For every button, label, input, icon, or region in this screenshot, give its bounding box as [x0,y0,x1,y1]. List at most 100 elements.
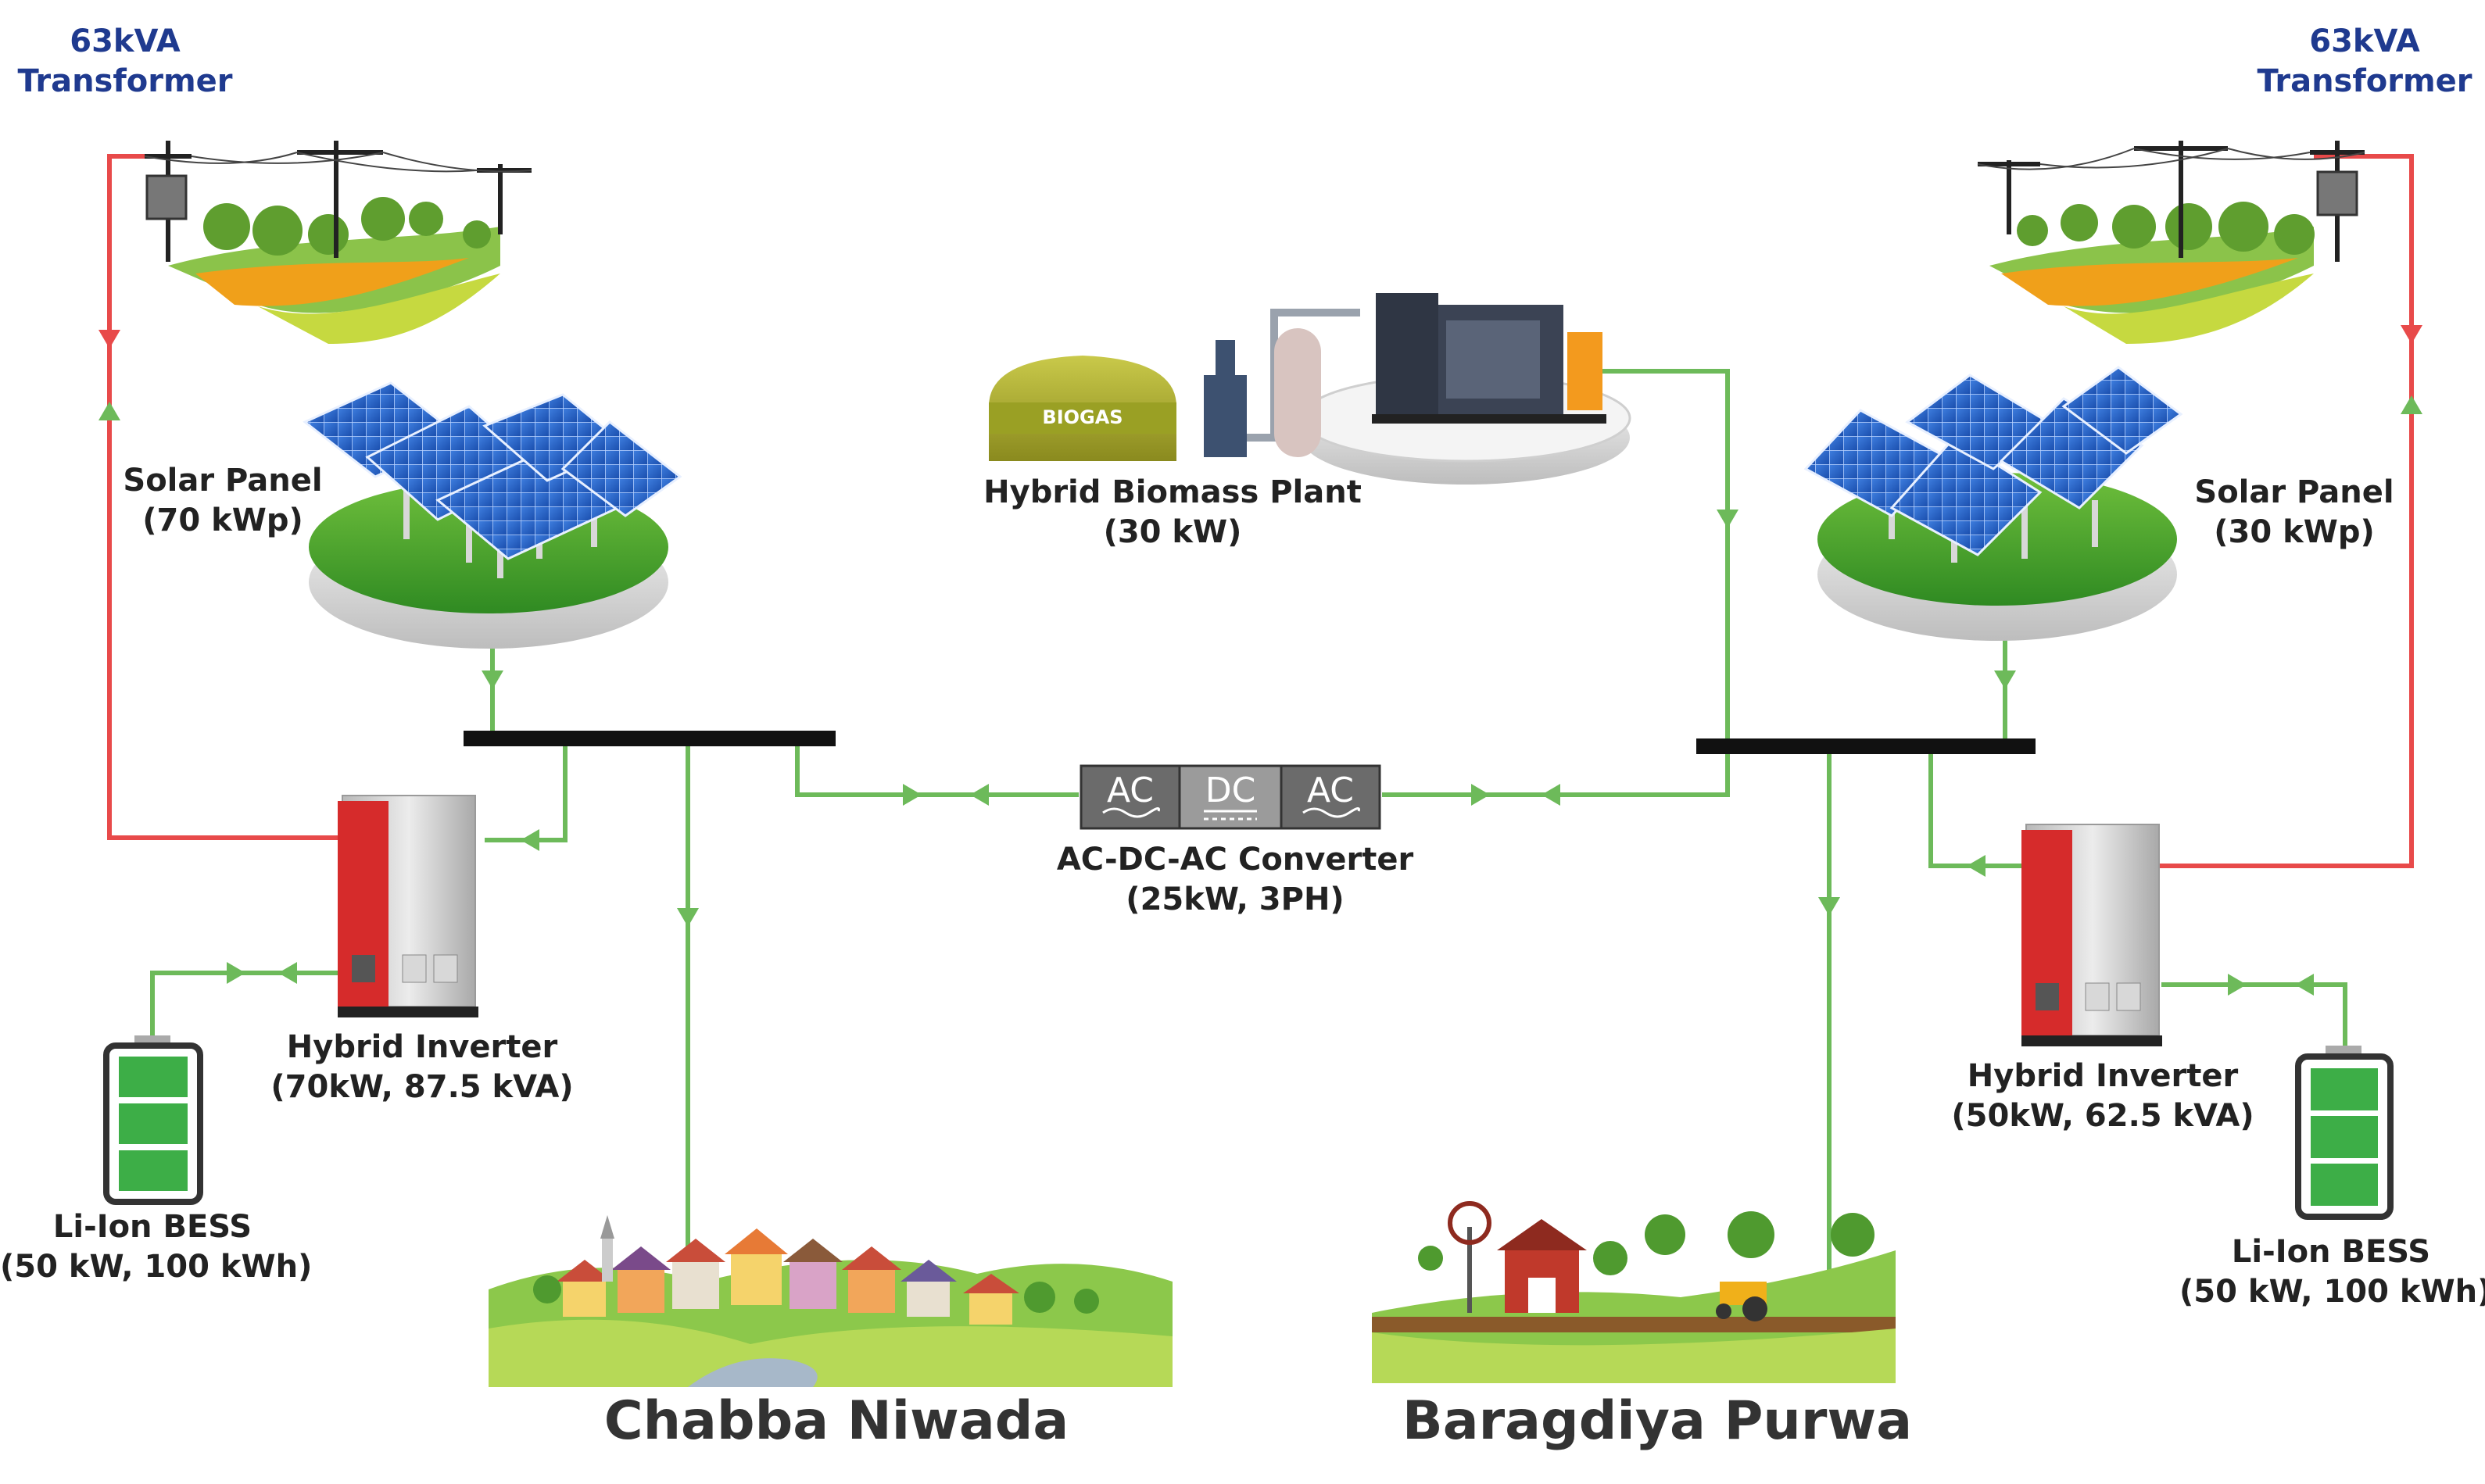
arrow-to-village-left [677,908,699,927]
solar-left-rating: (70 kWp) [142,502,303,539]
transformer-box-right [2316,170,2358,216]
arrow-bus-left-1 [903,784,922,806]
village-hill-front [489,1319,1173,1387]
barn-roof [1497,1219,1587,1250]
arrow-battery-left-1 [227,962,245,984]
arrow-bus-right-1 [1471,784,1490,806]
farm-front [1372,1328,1896,1383]
bess-left-rating: (50 kW, 100 kWh) [0,1249,313,1286]
farm-icon [1372,1201,1896,1383]
converter-text-1: AC [1107,771,1154,810]
transformer-right-label: 63kVA Transformer [2251,22,2478,102]
storage-tank [1274,328,1321,457]
inverter-right-title: Hybrid Inverter [1967,1058,2239,1094]
biomass-rating: (30 kW) [1103,514,1242,551]
inverter-base-left [338,1007,478,1017]
battery-cell-2-left [119,1103,188,1144]
inverter-right-label: Hybrid Inverter (50kW, 62.5 kVA) [1939,1057,2267,1136]
converter-icon: AC DC AC [1080,764,1381,830]
solar-farm-icon [303,381,682,649]
arrow-bus-left-2 [970,784,989,806]
generator-engine [1446,320,1540,399]
battery-cell-3-right [2311,1164,2378,1206]
transformer-box-left [145,174,188,220]
inverter-right-rating: (50kW, 62.5 kVA) [1951,1098,2254,1135]
converter-label: AC-DC-AC Converter (25kW, 3PH) [1040,840,1430,920]
solar-farm-icon [1803,366,2183,641]
solar-panels-left [303,381,682,560]
grid-arrow-down-right [2401,325,2422,344]
power-line-wires [144,152,532,173]
village-houses [557,1215,1019,1325]
converter-block-1 [1080,764,1181,830]
power-line-trees [2017,202,2315,255]
grid-up-arrows [98,395,2422,420]
inverter-vent-1-right [2036,983,2059,1010]
inverter-base-right [2021,1035,2162,1046]
inverter-left-label: Hybrid Inverter (70kW, 87.5 kVA) [258,1028,586,1107]
inverter-vent-3-right [2116,982,2141,1011]
inverter-vent-2-left [402,954,427,983]
power-line-icon [1977,141,2365,344]
arrow-to-village-right [1818,897,1840,916]
grid-line-left [107,154,344,840]
arrow-to-inverter-right [1967,855,1985,877]
battery-cell-1-left [119,1057,188,1097]
flow-arrows [227,510,2314,996]
flow-bus-right-to-inverter [1928,746,2025,868]
grid-line-right [2064,154,2414,868]
battery-icon [2295,1046,2394,1220]
arrow-solar-left [482,670,503,689]
battery-icon [103,1035,203,1205]
windmill-head [1448,1201,1491,1245]
bess-left-title: Li-Ion BESS [52,1209,252,1245]
biogas-tank-band [989,402,1176,434]
battery-cell-2-right [2311,1116,2378,1158]
solar-panels-right [1803,366,2183,556]
converter-text-3: AC [1307,771,1354,810]
flow-bus-left-to-inverter [485,738,568,842]
tractor-wheel [1742,1296,1767,1321]
biomass-title: Hybrid Biomass Plant [983,474,1362,510]
solar-right-rating: (30 kWp) [2214,514,2375,551]
power-line-icon [144,141,532,344]
power-line-wires [1977,148,2365,170]
transformer-left-label: 63kVA Transformer [16,22,235,102]
flow-bus-left-to-converter [795,738,1079,797]
arrow-biomass-down [1717,510,1738,528]
biogas-plant-icon: BIOGAS [989,293,1631,485]
inverter-vent-2-right [2085,982,2110,1011]
village-path [688,1358,818,1387]
busbar-right [1696,738,2036,754]
bess-right-rating: (50 kW, 100 kWh) [2179,1274,2485,1311]
biomass-label: Hybrid Biomass Plant (30 kW) [969,473,1376,552]
grid-lines [107,154,2414,868]
arrow-bus-right-2 [1541,784,1560,806]
arrow-solar-right [1994,670,2016,689]
grid-arrow-down-left [98,330,120,349]
transformer-right-rating: 63kVA [2309,23,2420,59]
arrow-battery-right-2 [2295,974,2314,996]
flow-converter-to-bus-right [1382,746,1730,797]
transformer-left-rating: 63kVA [70,23,181,59]
inverter-left-title: Hybrid Inverter [286,1029,558,1065]
gas-cylinder [1204,375,1247,457]
grid-arrow-up-left [98,402,120,420]
transformer-right-title: Transformer [2257,63,2472,100]
converter-text-2: DC [1205,771,1256,810]
arrow-battery-left-2 [278,962,297,984]
village-left-name: Chabba Niwada [603,1390,1069,1452]
solar-left-title: Solar Panel [123,463,323,499]
generator-base [1372,414,1606,424]
village-right-name: Baragdiya Purwa [1402,1390,1913,1452]
tractor-wheel-small [1716,1303,1731,1319]
battery-cell-3-left [119,1150,188,1191]
inverter-left-rating: (70kW, 87.5 kVA) [270,1069,574,1106]
flow-inverter-right-to-battery [2161,982,2347,1047]
battery-cell-1-right [2311,1068,2378,1110]
arrow-battery-right-1 [2228,974,2247,996]
solar-left-label: Solar Panel (70 kWp) [113,461,332,541]
bess-right-title: Li-Ion BESS [2231,1234,2431,1270]
